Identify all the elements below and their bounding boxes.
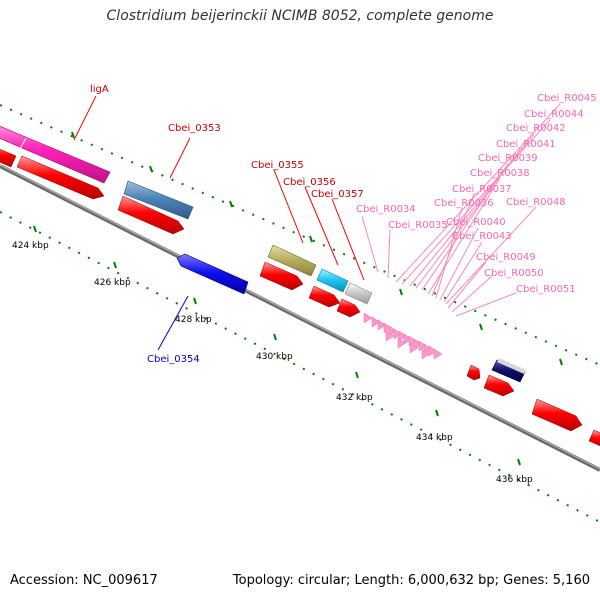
kbp-label-432: 432 kbp: [336, 393, 373, 403]
label-Cbei_R0048[interactable]: Cbei_R0048: [506, 197, 566, 208]
cds-arrow[interactable]: [588, 429, 600, 448]
label-Cbei_R0040[interactable]: Cbei_R0040: [446, 217, 506, 228]
label-Cbei_0357[interactable]: Cbei_0357: [311, 189, 364, 200]
feature-gray-0357[interactable]: [344, 282, 373, 305]
cds-arrow[interactable]: [466, 364, 481, 381]
feature-gray-small: [497, 358, 526, 374]
label-Cbei_R0034[interactable]: Cbei_R0034: [356, 204, 416, 215]
label-Cbei_0353[interactable]: Cbei_0353: [168, 123, 221, 134]
tick-tracks: [0, 104, 600, 523]
map-title: Clostridium beijerinckii NCIMB 8052, com…: [106, 8, 494, 24]
label-Cbei_0354[interactable]: Cbei_0354: [147, 354, 200, 365]
cds-arrow[interactable]: [117, 195, 185, 235]
cds-arrow[interactable]: [0, 145, 17, 168]
label-Cbei_R0051[interactable]: Cbei_R0051: [516, 284, 576, 295]
kbp-label-428: 428 kbp: [175, 315, 212, 325]
feature-blue-0354[interactable]: [176, 253, 249, 295]
label-Cbei_R0044[interactable]: Cbei_R0044: [524, 109, 584, 120]
major-ticks: [33, 131, 563, 466]
label-Cbei_0355[interactable]: Cbei_0355: [251, 160, 304, 171]
kbp-label-426: 426 kbp: [94, 278, 131, 288]
cds-arrow[interactable]: [259, 261, 304, 291]
label-ligA[interactable]: ligA: [90, 84, 109, 95]
cds-arrow[interactable]: [336, 298, 361, 318]
label-Cbei_R0045[interactable]: Cbei_R0045: [537, 93, 597, 104]
label-Cbei_R0036[interactable]: Cbei_R0036: [434, 198, 494, 209]
cds-arrow[interactable]: [16, 155, 105, 200]
label-Cbei_R0035[interactable]: Cbei_R0035: [388, 220, 448, 231]
label-Cbei_R0042[interactable]: Cbei_R0042: [506, 123, 566, 134]
cds-arrow[interactable]: [531, 398, 583, 432]
kbp-label-430: 430 kbp: [256, 352, 293, 362]
feature-cyan-0356[interactable]: [316, 268, 349, 293]
feature-ligA-colored[interactable]: [0, 122, 111, 184]
cds-track: [0, 145, 600, 448]
kbp-label-424: 424 kbp: [12, 241, 49, 251]
leader-lines: [73, 95, 561, 351]
kbp-label-434: 434 kbp: [416, 433, 453, 443]
kbp-label-436: 436 kbp: [496, 475, 533, 485]
genome-backbone: [0, 164, 600, 472]
cds-arrow[interactable]: [483, 374, 515, 397]
label-Cbei_R0039[interactable]: Cbei_R0039: [478, 153, 538, 164]
feature-steel-0353[interactable]: [123, 180, 194, 220]
label-Cbei_R0049[interactable]: Cbei_R0049: [476, 252, 536, 263]
label-Cbei_0356[interactable]: Cbei_0356: [283, 177, 336, 188]
label-Cbei_R0037[interactable]: Cbei_R0037: [452, 184, 512, 195]
genome-summary-text: Topology: circular; Length: 6,000,632 bp…: [232, 573, 590, 588]
label-Cbei_R0038[interactable]: Cbei_R0038: [470, 168, 530, 179]
label-Cbei_R0041[interactable]: Cbei_R0041: [496, 139, 556, 150]
trna-cluster: [363, 312, 443, 360]
label-Cbei_R0043[interactable]: Cbei_R0043: [452, 231, 512, 242]
label-Cbei_R0050[interactable]: Cbei_R0050: [484, 268, 544, 279]
accession-text: Accession: NC_009617: [10, 573, 158, 588]
cds-arrow[interactable]: [308, 285, 341, 308]
tick-track-inner: [0, 211, 600, 523]
feature-olive-0355[interactable]: [267, 244, 317, 277]
gene-labels: ligA Cbei_0353 Cbei_0355 Cbei_0356 Cbei_…: [90, 84, 597, 365]
